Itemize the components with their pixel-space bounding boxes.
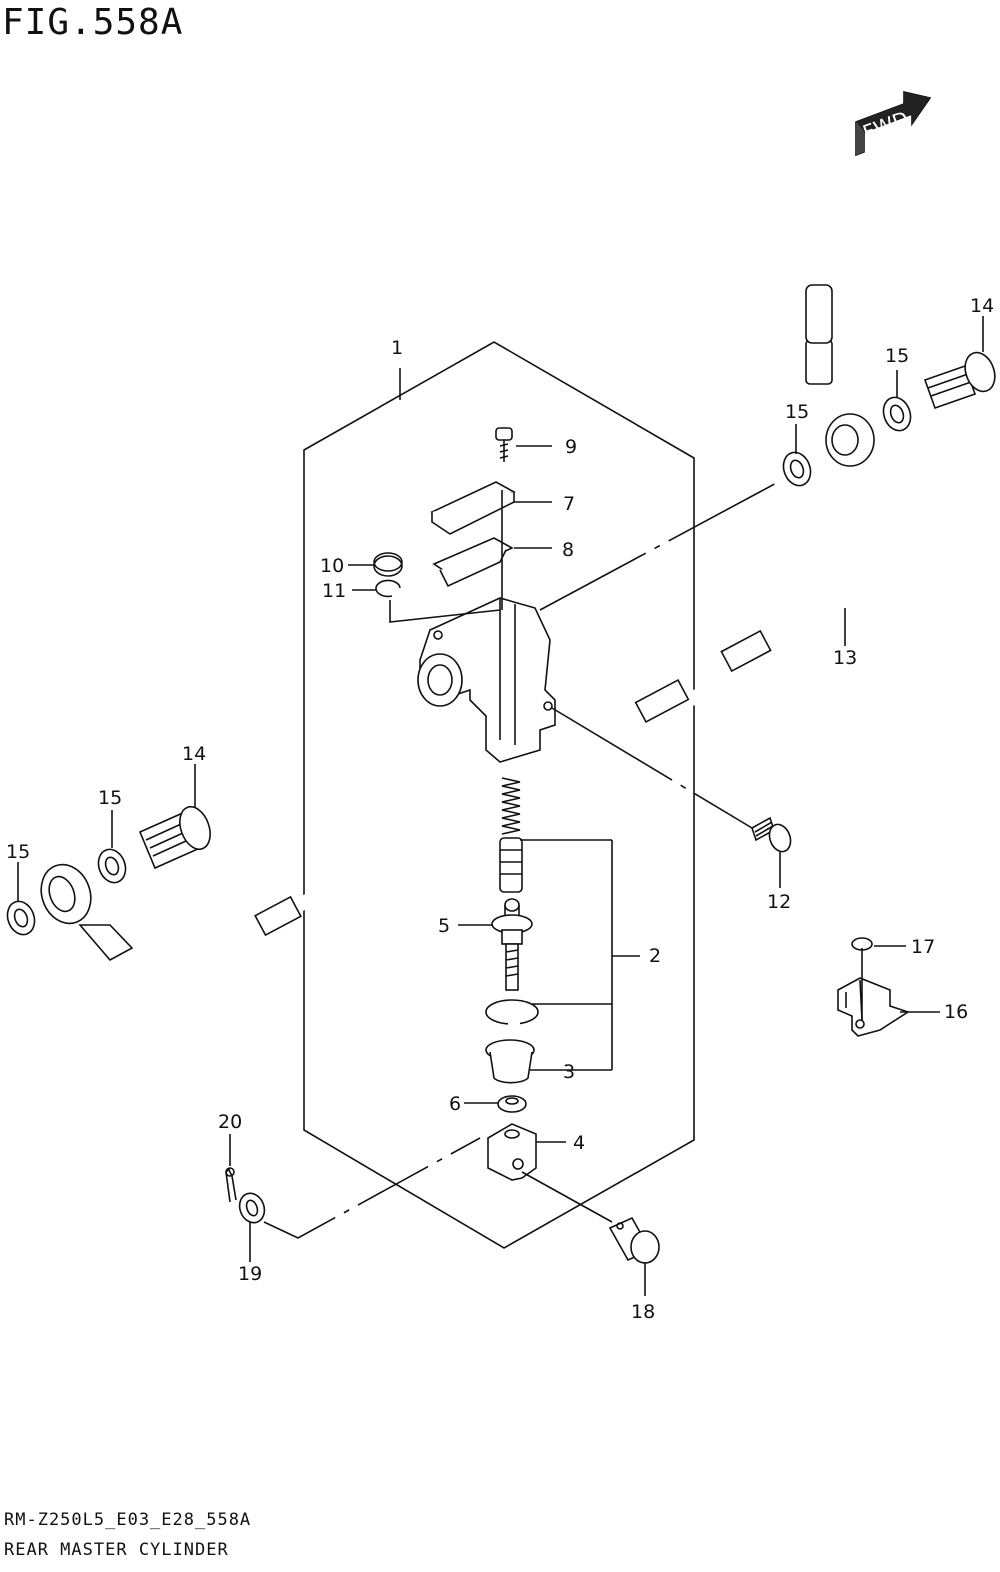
callout-15-far-right: 15: [885, 345, 909, 367]
callout-19: 19: [238, 1263, 262, 1285]
callout-16: 16: [944, 1001, 968, 1023]
circlip-large: [485, 999, 539, 1026]
callout-14-right: 14: [970, 295, 994, 317]
callout-2: 2: [649, 945, 661, 967]
washer-15b: [97, 848, 127, 884]
circlip-small: [375, 579, 401, 598]
clevis: [487, 1123, 537, 1181]
fwd-arrow-icon: FWD: [855, 90, 932, 157]
callout-20: 20: [218, 1111, 242, 1133]
callout-4: 4: [573, 1132, 585, 1154]
clevis-pin: [608, 1216, 660, 1264]
plug: [373, 552, 403, 577]
figure-name: REAR MASTER CYLINDER: [4, 1540, 229, 1560]
diaphragm: [432, 537, 514, 588]
fwd-badge-text: FWD: [860, 106, 912, 145]
banjo-bolt-left: [138, 805, 211, 870]
callout-10: 10: [320, 555, 344, 577]
nut: [497, 1095, 527, 1113]
brake-hose: [40, 241, 965, 965]
figure-title: FIG.558A: [2, 2, 184, 43]
banjo-bolt-right: [923, 351, 996, 410]
callout-18: 18: [631, 1301, 655, 1323]
hose-clamp: [837, 977, 910, 1037]
washer-15c: [782, 451, 812, 487]
callout-13: 13: [833, 647, 857, 669]
push-rod: [491, 898, 533, 991]
callout-8: 8: [562, 539, 574, 561]
callout-7: 7: [563, 493, 575, 515]
washer-19: [238, 1192, 266, 1224]
callout-3: 3: [563, 1061, 575, 1083]
mounting-bolt: [751, 816, 792, 853]
figure-code: RM-Z250L5_E03_E28_558A: [4, 1510, 252, 1530]
washer-15d: [882, 396, 912, 432]
callout-15-left: 15: [98, 787, 122, 809]
callout-17: 17: [911, 936, 935, 958]
callout-1: 1: [391, 337, 403, 359]
piston-spring: [501, 777, 521, 835]
reservoir-screw: [495, 427, 513, 462]
washer-15a: [6, 900, 36, 936]
assembly-outline: [303, 341, 695, 1249]
leader-lines: [17, 316, 984, 1296]
master-cylinder-body: [417, 597, 556, 763]
callout-11: 11: [322, 580, 346, 602]
reservoir-cap: [430, 481, 516, 535]
callout-6: 6: [449, 1093, 461, 1115]
callout-5: 5: [438, 915, 450, 937]
callout-15-far-left: 15: [6, 841, 30, 863]
cotter-pin: [225, 1167, 237, 1203]
clamp-screw: [851, 937, 873, 1020]
callout-15-right: 15: [785, 401, 809, 423]
callout-labels: 1 2 3 4 5 6 7 8 9 10 11 12 13 14 14 15 1…: [6, 295, 994, 1323]
boot: [485, 1039, 535, 1084]
callout-9: 9: [565, 436, 577, 458]
callout-14-left: 14: [182, 743, 206, 765]
callout-12: 12: [767, 891, 791, 913]
piston: [499, 837, 523, 893]
